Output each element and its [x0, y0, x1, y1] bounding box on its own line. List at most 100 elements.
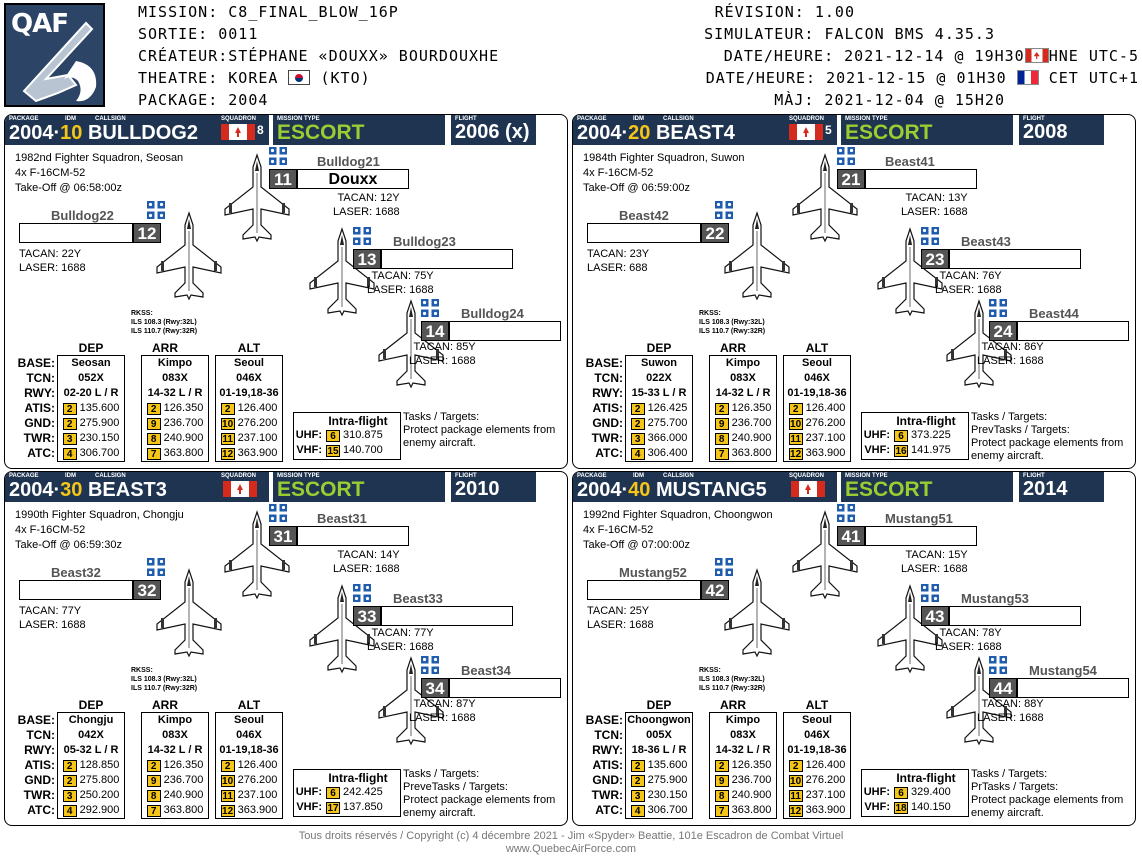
mission-type-bar: MISSION TYPE ESCORT	[273, 472, 445, 502]
vhf-channel: 15	[326, 445, 340, 457]
pilot-name-field[interactable]	[1017, 678, 1129, 698]
vhf-label: VHF:	[864, 801, 890, 813]
flight-label: FLIGHT	[455, 116, 477, 122]
alt-twr-channel: 11	[788, 790, 803, 802]
flight-number: 2014	[1023, 478, 1068, 500]
dep-tcn: 022X	[646, 372, 672, 384]
laser-code: LASER: 1688	[333, 563, 400, 575]
uhf-channel: 6	[894, 430, 908, 442]
canada-flag-icon	[789, 124, 823, 140]
pilot-name-field[interactable]	[449, 321, 561, 341]
pilot-number: 32	[133, 580, 161, 600]
dep-atc-channel: 4	[62, 448, 77, 460]
tacan-channel: TACAN: 25Y	[587, 605, 650, 617]
fighter-jet-icon	[791, 510, 859, 600]
pilot-callsign: Beast31	[317, 511, 367, 526]
squadron-number: 8	[257, 123, 264, 137]
tacan-channel: TACAN: 85Y	[413, 341, 476, 353]
squadron-label: SQUADRON	[221, 473, 257, 479]
pilot-number: 22	[701, 223, 729, 243]
alt-base: Seoul	[802, 714, 832, 726]
fighter-jet-icon	[223, 153, 291, 243]
pilot-name-field[interactable]	[19, 580, 133, 600]
rkss-ils-info: RKSS: ILS 108.3 (Rwy:32L) ILS 110.7 (Rwy…	[699, 309, 765, 336]
pilot-name-field[interactable]	[381, 606, 513, 626]
pilot-callsign: Beast42	[619, 208, 669, 223]
base-label: BASE:	[17, 713, 55, 727]
arr-base: Kimpo	[157, 714, 193, 726]
copyright-footer: Tous droits réservés / Copyright (c) 4 d…	[298, 830, 844, 842]
pilot-number: 12	[133, 223, 161, 243]
pilot-name-field[interactable]	[1017, 321, 1129, 341]
callsign-label: CALLSIGN	[95, 116, 126, 122]
alt-atis-freq: 126.400	[237, 759, 278, 771]
pilot-name-field[interactable]	[865, 526, 977, 546]
france-flag-icon	[1016, 70, 1039, 85]
dep-atc-freq: 292.900	[79, 804, 120, 816]
atc-label: ATC:	[27, 446, 55, 460]
arr-atis-channel: 2	[714, 403, 729, 415]
pilot-name-field[interactable]	[587, 580, 701, 600]
alt-atc-channel: 12	[788, 805, 803, 817]
quebec-flag-icon	[989, 299, 1007, 317]
pilot-name-field[interactable]	[865, 169, 977, 189]
dep-header: DEP	[646, 698, 672, 712]
task-line: Protect package elements from	[971, 437, 1124, 449]
arr-header: ARR	[720, 341, 746, 355]
flight-panel-20: PACKAGE IDM CALLSIGN SQUADRON 2004·20 BE…	[572, 114, 1136, 469]
dep-rwy: 18-36 L / R	[631, 744, 687, 756]
alt-atis-channel: 2	[788, 760, 803, 772]
laser-code: LASER: 1688	[901, 206, 968, 218]
pilot-name-field[interactable]	[587, 223, 701, 243]
dep-atis-freq: 135.600	[79, 402, 120, 414]
pilot-name-field[interactable]	[949, 249, 1081, 269]
dep-gnd-channel: 2	[62, 775, 77, 787]
mission-type: ESCORT	[277, 478, 365, 501]
squadron-name: 1990th Fighter Squadron, Chongju	[15, 509, 184, 521]
row-labels: BASE: TCN: RWY: ATIS: GND: TWR: ATC:	[11, 356, 55, 461]
arr-rwy: 14-32 L / R	[715, 744, 771, 756]
alt-base: Seoul	[802, 357, 832, 369]
pilot-name-field[interactable]	[19, 223, 133, 243]
uhf-label: UHF:	[295, 786, 322, 798]
alt-gnd-channel: 10	[788, 775, 803, 787]
arr-gnd-channel: 9	[146, 775, 161, 787]
dep-gnd-freq: 275.700	[647, 417, 688, 429]
dep-tcn: 052X	[78, 372, 104, 384]
pilot-name-field[interactable]	[381, 249, 513, 269]
pilot-name-field[interactable]	[297, 526, 409, 546]
arr-atis-channel: 2	[146, 403, 161, 415]
package-label: PACKAGE	[9, 116, 39, 122]
pilot-name-field[interactable]	[449, 678, 561, 698]
flight-info: 1982nd Fighter Squadron, Seosan 4x F-16C…	[15, 151, 183, 196]
pilot-name-field[interactable]	[949, 606, 1081, 626]
mission-type-bar: MISSION TYPE ESCORT	[841, 115, 1013, 145]
arr-gnd-freq: 236.700	[163, 774, 204, 786]
pilot-callsign: Beast43	[961, 234, 1011, 249]
pilot-name-field[interactable]: Douxx	[297, 169, 409, 189]
laser-code: LASER: 688	[587, 262, 648, 274]
rwy-label: RWY:	[592, 386, 623, 400]
fighter-jet-icon	[377, 299, 445, 389]
arr-gnd-channel: 9	[714, 775, 729, 787]
